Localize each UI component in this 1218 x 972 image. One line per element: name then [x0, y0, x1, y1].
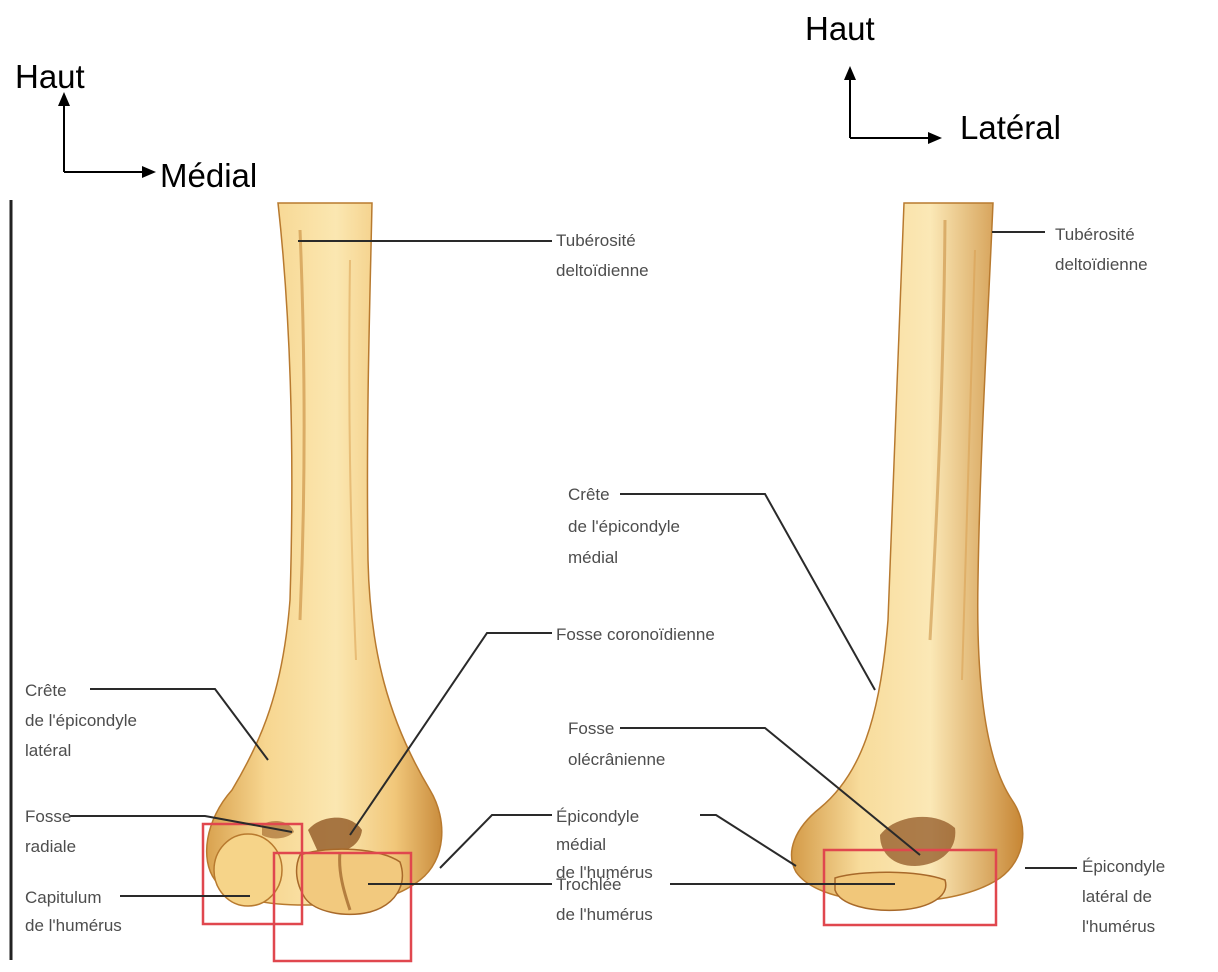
- humerus-anterior-shaft: [207, 203, 442, 905]
- label-capitulum: Capitulum de l'humérus: [25, 888, 122, 935]
- orientation-side-label-left: Médial: [160, 157, 257, 194]
- leader-epicondyle-medial-left: [440, 815, 552, 868]
- side-arrowhead-left: [142, 166, 156, 178]
- posterior-trochlea-shape: [835, 872, 946, 910]
- humerus-anterior: [203, 203, 442, 961]
- humerus-posterior-shaft: [792, 203, 1023, 902]
- label-fosse-radiale: Fosse radiale: [25, 807, 76, 856]
- orientation-up-label-right: Haut: [805, 10, 875, 47]
- side-arrowhead-right: [928, 132, 942, 144]
- label-crete-lateral: Crête de l'épicondyle latéral: [25, 681, 142, 760]
- humerus-posterior: [792, 203, 1023, 925]
- leader-epicondyle-medial-right: [700, 815, 796, 866]
- orientation-side-label-right: Latéral: [960, 109, 1061, 146]
- label-epicondyle-medial: Épicondyle médial de l'humérus: [556, 807, 653, 882]
- orientation-right: Haut Latéral: [805, 10, 1061, 146]
- orientation-up-label-left: Haut: [15, 58, 85, 95]
- label-crete-medial: Crête de l'épicondyle médial: [568, 485, 685, 567]
- label-fosse-olecranienne: Fosse olécrânienne: [568, 719, 665, 769]
- label-trochlee: Trochlée de l'humérus: [556, 875, 653, 924]
- label-epicondyle-lateral: Épicondyle latéral de l'humérus: [1082, 857, 1170, 936]
- label-tuberosite-right: Tubérosité deltoïdienne: [1055, 225, 1148, 274]
- up-arrowhead-right: [844, 66, 856, 80]
- label-tuberosite-left: Tubérosité deltoïdienne: [556, 231, 649, 280]
- label-fosse-coronoidienne: Fosse coronoïdienne: [556, 625, 715, 644]
- orientation-left: Haut Médial: [15, 58, 257, 194]
